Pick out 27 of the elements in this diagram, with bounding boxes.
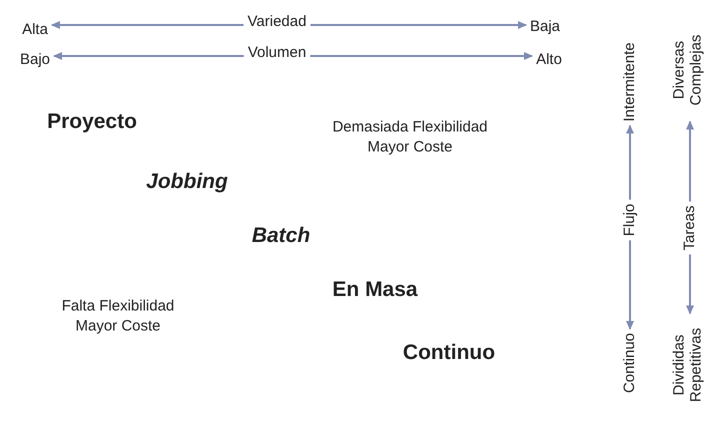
axis-label: Alto	[536, 52, 562, 68]
arrow	[310, 52, 534, 60]
arrow	[626, 240, 634, 330]
arrow	[626, 124, 634, 200]
axis-label: Flujo	[622, 204, 638, 236]
axis-label: Alta	[22, 22, 48, 38]
process-type-label: En Masa	[332, 278, 418, 302]
axis-label: Diversas Complejas	[672, 22, 704, 118]
axis-label: Tareas	[682, 205, 698, 251]
axis-label: Divididas Repetitivas	[672, 318, 704, 412]
axis-label: Continuo	[622, 332, 638, 394]
arrow	[50, 21, 244, 29]
axis-label: Variedad	[248, 14, 306, 30]
axis-label: Intermitente	[622, 42, 638, 122]
process-type-label: Proyecto	[47, 110, 137, 134]
arrow	[686, 120, 694, 202]
axis-label: Volumen	[248, 44, 306, 62]
axis-label: Bajo	[20, 52, 50, 68]
note: Falta Flexibilidad Mayor Coste	[60, 296, 176, 336]
arrow	[686, 254, 694, 314]
process-type-label: Jobbing	[146, 170, 228, 194]
process-type-label: Continuo	[402, 341, 496, 365]
arrow	[53, 52, 244, 60]
axis-label: Baja	[530, 18, 560, 36]
note: Demasiada Flexibilidad Mayor Coste	[331, 118, 489, 156]
arrow	[310, 21, 527, 29]
process-type-label: Batch	[252, 224, 310, 248]
